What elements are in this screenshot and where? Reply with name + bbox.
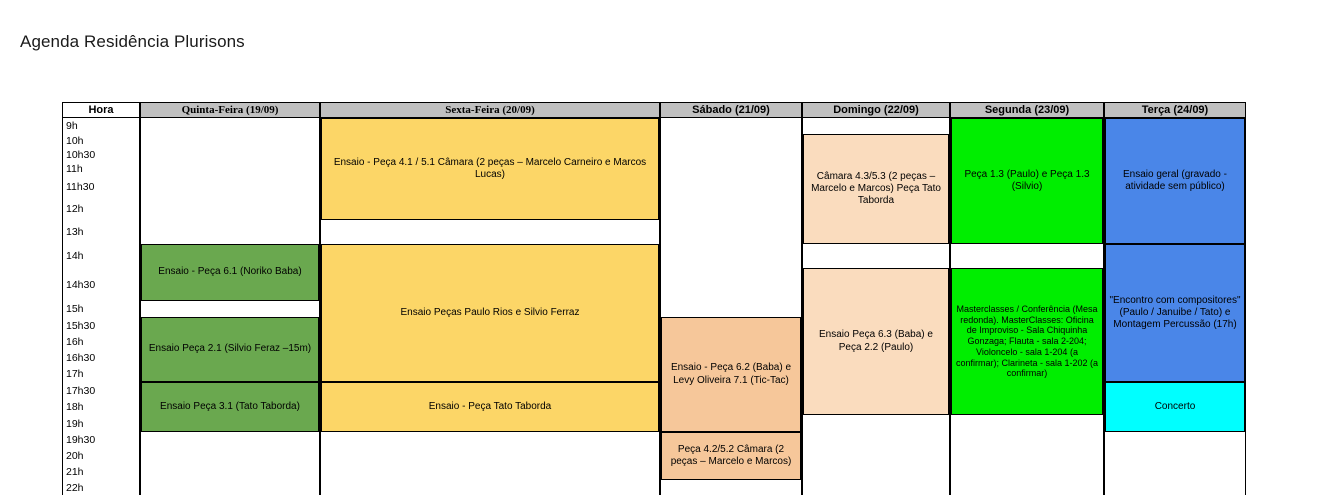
event-block-seg-1[interactable]: Peça 1.3 (Paulo) e Peça 1.3 (Silvio) (951, 118, 1103, 244)
hour-label-16h: 16h (62, 334, 140, 351)
day-column-quinta-feira-19-09 (140, 118, 320, 495)
hour-label-10h30: 10h30 (62, 148, 140, 163)
page-title: Agenda Residência Plurisons (20, 32, 245, 51)
hour-label-17h30: 17h30 (62, 382, 140, 400)
event-block-ter-3[interactable]: Concerto (1105, 382, 1245, 432)
event-block-qui-2[interactable]: Ensaio Peça 2.1 (Silvio Feraz –15m) (141, 317, 319, 382)
event-block-sex-1[interactable]: Ensaio - Peça 4.1 / 5.1 Câmara (2 peças … (321, 118, 659, 220)
column-header-hora: Hora (62, 102, 140, 118)
hour-label-14h30: 14h30 (62, 268, 140, 302)
event-block-sex-3[interactable]: Ensaio - Peça Tato Taborda (321, 382, 659, 432)
event-block-ter-1[interactable]: Ensaio geral (gravado - atividade sem pú… (1105, 118, 1245, 244)
hour-label-15h: 15h (62, 301, 140, 318)
hour-label-11h30: 11h30 (62, 176, 140, 199)
event-block-dom-2[interactable]: Ensaio Peça 6.3 (Baba) e Peça 2.2 (Paulo… (803, 268, 949, 415)
hour-label-18h: 18h (62, 399, 140, 416)
hour-label-17h: 17h (62, 366, 140, 383)
hour-label-16h30: 16h30 (62, 350, 140, 367)
event-block-seg-2[interactable]: Masterclasses / Conferência (Mesa redond… (951, 268, 1103, 415)
column-header-sexta-feira-20-09: Sexta-Feira (20/09) (320, 102, 660, 118)
hour-label-14h: 14h (62, 244, 140, 269)
event-block-ter-2[interactable]: "Encontro com compositores" (Paulo / Jan… (1105, 244, 1245, 382)
hour-label-11h: 11h (62, 162, 140, 177)
hour-label-19h30: 19h30 (62, 432, 140, 449)
hour-label-19h: 19h (62, 415, 140, 433)
column-header-quinta-feira-19-09: Quinta-Feira (19/09) (140, 102, 320, 118)
hour-label-21h: 21h (62, 464, 140, 481)
event-block-qui-3[interactable]: Ensaio Peça 3.1 (Tato Taborda) (141, 382, 319, 432)
hour-label-13h: 13h (62, 220, 140, 245)
event-block-sab-2[interactable]: Peça 4.2/5.2 Câmara (2 peças – Marcelo e… (661, 432, 801, 480)
column-header-domingo-22-09: Domingo (22/09) (802, 102, 950, 118)
hour-label-12h: 12h (62, 198, 140, 221)
hour-label-9h: 9h (62, 118, 140, 135)
column-header-sabado-21-09: Sábado (21/09) (660, 102, 802, 118)
hour-label-15h30: 15h30 (62, 317, 140, 335)
hour-label-10h: 10h (62, 134, 140, 149)
column-header-terca-24-09: Terça (24/09) (1104, 102, 1246, 118)
hour-label-22h: 22h (62, 480, 140, 495)
event-block-qui-1[interactable]: Ensaio - Peça 6.1 (Noriko Baba) (141, 244, 319, 301)
event-block-sab-1[interactable]: Ensaio - Peça 6.2 (Baba) e Levy Oliveira… (661, 317, 801, 432)
event-block-sex-2[interactable]: Ensaio Peças Paulo Rios e Silvio Ferraz (321, 244, 659, 382)
hour-label-20h: 20h (62, 448, 140, 465)
column-header-segunda-23-09: Segunda (23/09) (950, 102, 1104, 118)
event-block-dom-1[interactable]: Câmara 4.3/5.3 (2 peças – Marcelo e Marc… (803, 134, 949, 244)
